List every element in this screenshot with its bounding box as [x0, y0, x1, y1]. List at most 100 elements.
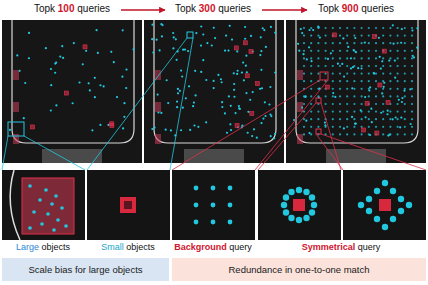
query-dot [310, 103, 312, 105]
query-dot [262, 117, 264, 119]
zoom-leader [24, 136, 85, 170]
query-dot [398, 208, 404, 214]
zoom-region [316, 129, 321, 134]
query-dot [339, 88, 341, 90]
query-dot [404, 35, 406, 37]
query-dot [193, 101, 195, 103]
query-dot [392, 24, 394, 26]
query-dot [296, 217, 302, 223]
query-dot [404, 126, 406, 128]
query-dot [397, 42, 399, 44]
query-dot [152, 51, 154, 53]
panel-ground [144, 20, 284, 163]
feature-map-panel [144, 20, 284, 163]
query-dot [270, 135, 272, 137]
query-dot [353, 118, 355, 120]
query-dot [50, 109, 52, 111]
query-dot [332, 57, 334, 59]
query-dot [274, 133, 276, 135]
query-dot [296, 187, 302, 193]
query-dot [303, 65, 305, 67]
object-box [64, 91, 68, 95]
query-dot [392, 43, 394, 45]
feature-map-panel [2, 20, 142, 163]
query-dot [200, 71, 202, 73]
query-dot [298, 50, 300, 52]
query-dot [50, 84, 52, 86]
zoom-leader [2, 136, 8, 170]
query-dot [303, 73, 305, 75]
word-gap [227, 242, 230, 252]
query-dot [375, 27, 377, 29]
query-dot [364, 96, 366, 98]
zoom-leader [170, 38, 193, 170]
query-dot [413, 56, 415, 58]
query-dot [332, 50, 334, 52]
query-dot [327, 58, 329, 60]
object-box [372, 35, 376, 39]
query-dot [395, 116, 397, 118]
query-dot [236, 73, 238, 75]
query-dot [269, 86, 271, 88]
word-gap [75, 3, 78, 14]
query-dot [317, 65, 319, 67]
query-dot [373, 72, 375, 74]
query-dot [61, 45, 63, 47]
query-dot [256, 137, 258, 139]
query-dot [230, 129, 232, 131]
query-dot [368, 118, 370, 120]
word: objects [42, 242, 71, 252]
word-gap [55, 3, 58, 14]
query-dot [85, 50, 87, 52]
query-dot [341, 63, 343, 65]
zoom-region [320, 72, 328, 80]
query-dot [332, 103, 334, 105]
query-dot [346, 111, 348, 113]
query-dot [249, 99, 251, 101]
query-dot [337, 63, 339, 65]
query-dot [397, 57, 399, 59]
query-dot [382, 103, 384, 105]
device-outline [296, 20, 418, 143]
query-dot [404, 65, 406, 67]
query-dot [411, 111, 413, 113]
query-dot [161, 35, 163, 37]
query-dot [353, 80, 355, 82]
query-dot [382, 57, 384, 59]
query-dot [176, 106, 178, 108]
query-dot [310, 88, 312, 90]
query-dot [253, 128, 255, 130]
query-dot [343, 127, 345, 129]
query-dot [302, 53, 304, 55]
object-box [382, 49, 386, 53]
query-dot [404, 73, 406, 75]
word-gap [124, 242, 127, 252]
query-dot [214, 37, 216, 39]
query-dot [397, 88, 399, 90]
word: Topk [175, 3, 196, 14]
word: Symmetrical [302, 242, 356, 252]
query-dot [375, 57, 377, 59]
query-dot [305, 120, 307, 122]
query-dot [317, 26, 319, 28]
query-dot [346, 88, 348, 90]
word: queries [218, 3, 251, 14]
query-dot [346, 126, 348, 128]
query-dot [397, 80, 399, 82]
query-dot [239, 108, 241, 110]
object-box [293, 199, 305, 211]
query-dot [211, 203, 216, 208]
query-dot [237, 70, 239, 72]
panel-caption: Large objects [16, 243, 70, 253]
query-dot [382, 65, 384, 67]
query-dot [187, 50, 189, 52]
query-dot [125, 87, 127, 89]
query-dot [193, 124, 195, 126]
query-dot [202, 59, 204, 61]
word: 100 [58, 3, 75, 14]
query-dot [73, 42, 75, 44]
device-outline [12, 20, 134, 143]
query-dot [202, 33, 204, 35]
query-dot [375, 42, 377, 44]
query-dot [389, 65, 391, 67]
